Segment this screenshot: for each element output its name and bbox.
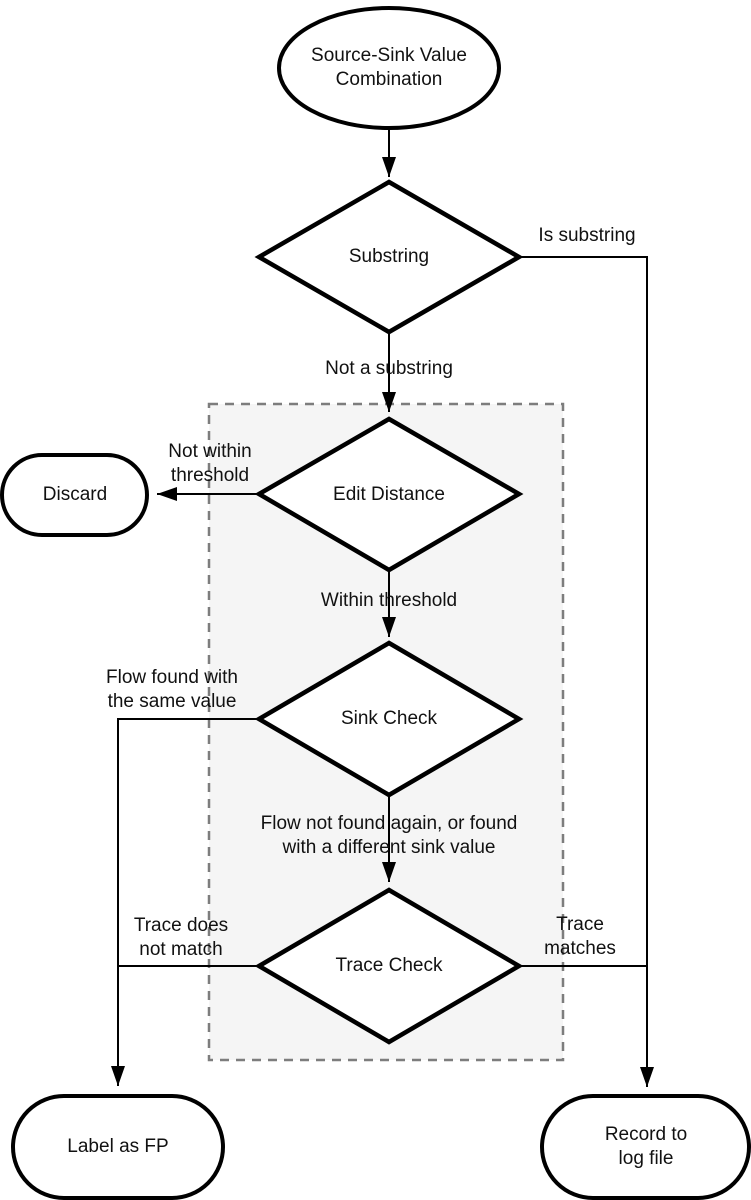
edge-sink-check-label-fp — [111, 718, 259, 1086]
start-node-shape — [277, 6, 501, 130]
discard-terminator-shape — [0, 453, 149, 537]
edge-substring-record-log — [519, 256, 654, 1087]
record-log-terminator-shape — [540, 1094, 751, 1200]
label-fp-terminator-shape — [11, 1094, 225, 1200]
substring-decision-shape — [254, 179, 524, 335]
edit-distance-decision-shape — [254, 416, 524, 573]
trace-check-decision-shape — [254, 887, 524, 1045]
sink-check-decision-shape — [254, 640, 524, 798]
